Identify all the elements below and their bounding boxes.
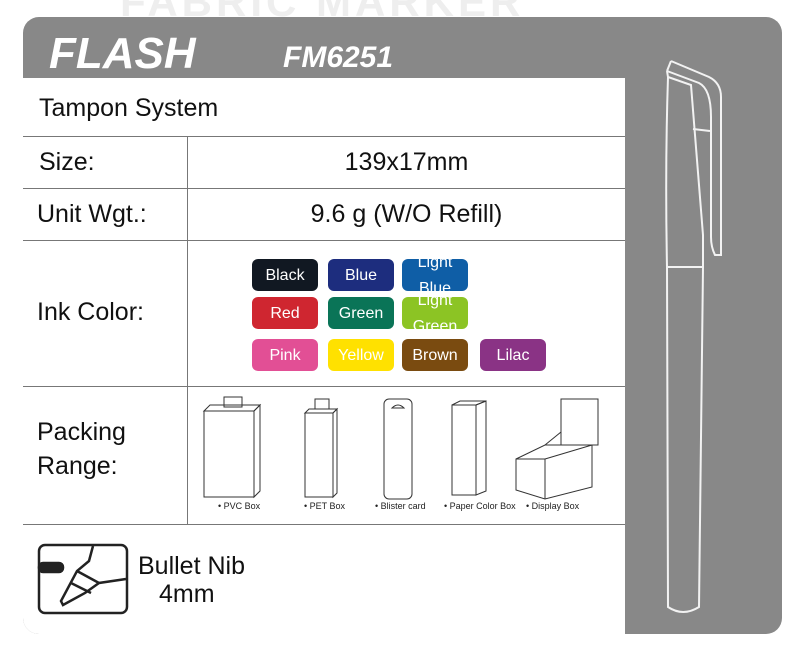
- ink-swatch-blue: Blue: [328, 259, 394, 291]
- ink-name: Light: [417, 291, 453, 309]
- ink-swatch-brown: Brown: [402, 339, 468, 371]
- pen-illustration-icon: [665, 60, 722, 613]
- nib-size: 4mm: [159, 580, 215, 608]
- ink-swatch-yellow: Yellow: [328, 339, 394, 371]
- size-value: 139x17mm: [344, 148, 469, 176]
- ink-name: Red: [270, 304, 300, 322]
- ink-name-line2: Green: [412, 317, 458, 335]
- spec-table: Tampon System Size: 139x17mm Unit Wgt.: …: [23, 78, 625, 634]
- ink-name-line2: Blue: [418, 279, 452, 297]
- ink-name: Black: [265, 266, 305, 284]
- packing-options: • PVC Box • PET Box • Blister card • Paper …: [188, 387, 625, 524]
- packing-label-line2: Range:: [37, 452, 118, 480]
- packing-illustrations-icon: [202, 396, 599, 500]
- ink-name: Light: [417, 253, 453, 271]
- ink-name: Pink: [269, 346, 301, 364]
- size-label: Size:: [39, 148, 95, 176]
- packing-caption: • PVC Box: [218, 501, 261, 511]
- ink-name: Brown: [412, 346, 458, 364]
- weight-value: 9.6 g (W/O Refill): [310, 200, 503, 228]
- model-number: FM6251: [283, 41, 394, 74]
- packing-caption: • Paper Color Box: [444, 501, 516, 511]
- ink-swatch-lilac: Lilac: [480, 339, 546, 371]
- product-card: FLASH FM6251 Tampon System Size: 139x17m…: [23, 17, 782, 634]
- ink-swatch-pink: Pink: [252, 339, 318, 371]
- ink-swatch-red: Red: [252, 297, 318, 329]
- packing-caption: • Display Box: [526, 501, 580, 511]
- ink-name: Green: [338, 304, 384, 322]
- bullet-nib-icon: [37, 543, 129, 615]
- nib-type: Bullet Nib: [138, 552, 245, 580]
- packing-caption: • Blister card: [375, 501, 426, 511]
- packing-caption: • PET Box: [304, 501, 346, 511]
- ink-label: Ink Color:: [37, 298, 144, 326]
- ink-swatch-green: Green: [328, 297, 394, 329]
- system-label: Tampon System: [39, 94, 219, 122]
- ink-name: Blue: [344, 266, 378, 284]
- ink-swatch-black: Black: [252, 259, 318, 291]
- ink-name: Lilac: [496, 346, 530, 364]
- packing-label-line1: Packing: [37, 418, 126, 446]
- product-name: FLASH: [49, 29, 196, 78]
- weight-label: Unit Wgt.:: [37, 200, 147, 228]
- ink-name: Yellow: [338, 346, 384, 364]
